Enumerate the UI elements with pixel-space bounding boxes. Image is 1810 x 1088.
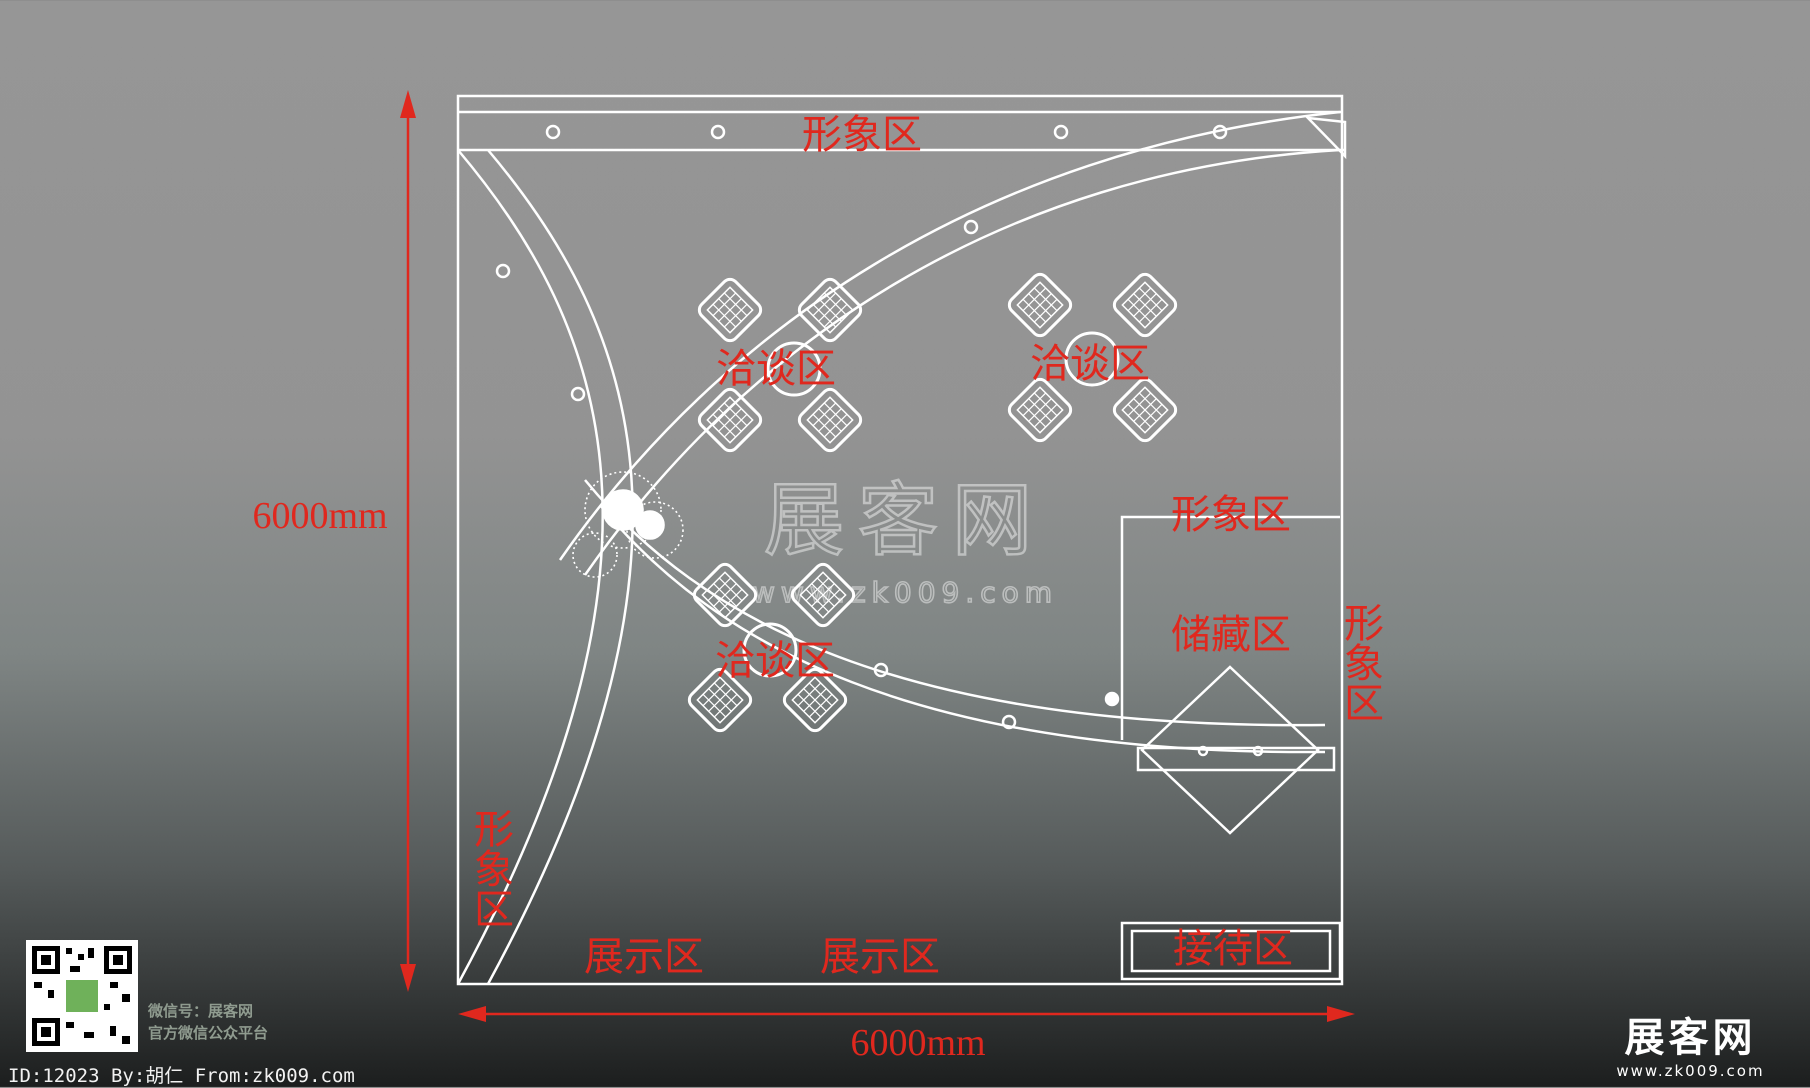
qr-caption-line1: 微信号：展客网: [148, 1002, 254, 1020]
zone-label-storage: 储藏区: [1171, 612, 1291, 658]
arc-wall-left: [456, 149, 634, 985]
zone-label-image-top: 形象区: [802, 112, 922, 158]
brand-logo-url: www.zk009.com: [1616, 1062, 1765, 1080]
watermark-brand: 展客网: [764, 474, 1046, 567]
zone-label-image-right: 形象区: [1337, 602, 1383, 722]
zone-label-negotiation-2: 洽谈区: [1030, 341, 1150, 387]
table-set-1: [694, 274, 866, 456]
storage-room: [1104, 515, 1340, 835]
zone-label-reception: 接待区: [1173, 926, 1293, 972]
dimension-horizontal: 6000mm: [458, 1006, 1355, 1064]
plant-decoration: [572, 471, 684, 578]
qr-code-pattern: [32, 946, 132, 1046]
arc-wall-lower: [584, 479, 1336, 772]
zone-label-image-left: 形象区: [467, 808, 513, 928]
dimension-vertical: 6000mm: [252, 90, 416, 992]
brand-logo: 展客网: [1624, 1014, 1757, 1061]
footer-id-text: ID:12023 By:胡仁 From:zk009.com: [8, 1065, 355, 1087]
zone-label-display-1: 展示区: [584, 934, 704, 980]
dimension-width-label: 6000mm: [850, 1022, 985, 1064]
table-set-2: [1004, 269, 1181, 446]
zone-labels: 形象区 洽谈区 洽谈区 洽谈区 形象区 储藏区 形象区 形象区 展示区 展示区 …: [467, 112, 1383, 980]
arc-wall-upper: [558, 110, 1341, 576]
reception-desk: [1120, 921, 1342, 981]
qr-code: [26, 940, 138, 1052]
zone-label-display-2: 展示区: [820, 934, 940, 980]
watermark: 展客网 www.zk009.com: [751, 473, 1058, 610]
qr-caption-line2: 官方微信公众平台: [148, 1024, 269, 1042]
table-set-3: [684, 559, 859, 736]
watermark-url: www.zk009.com: [752, 576, 1058, 609]
dimension-height-label: 6000mm: [252, 495, 387, 537]
booth-outline: [456, 94, 1347, 986]
zone-label-image-storage: 形象区: [1171, 492, 1291, 538]
zone-label-negotiation-1: 洽谈区: [716, 346, 836, 392]
zone-label-negotiation-3: 洽谈区: [715, 638, 835, 684]
